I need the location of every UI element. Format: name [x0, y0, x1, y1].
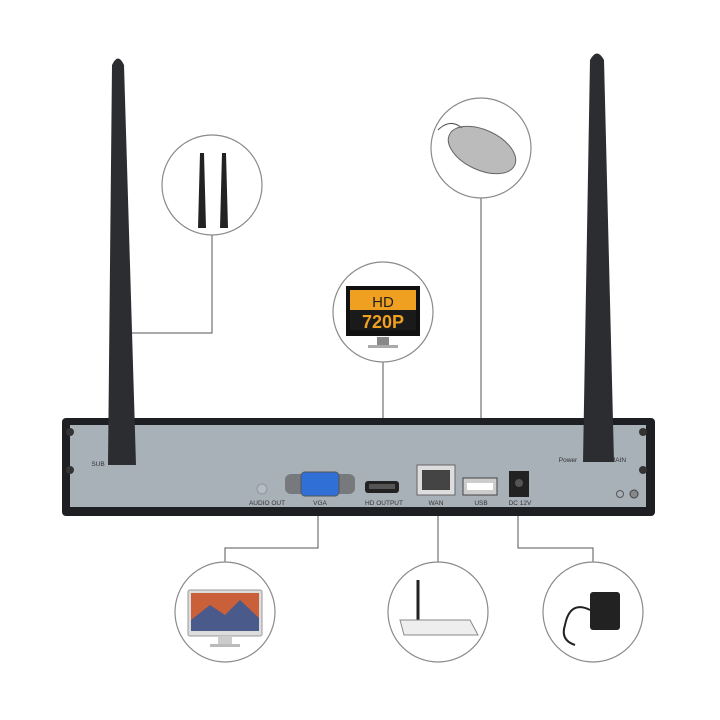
hd-output-label: HD OUTPUT	[365, 500, 403, 507]
ground-screw-icon	[629, 489, 639, 499]
left-antenna	[108, 58, 136, 465]
mouse-callout	[430, 97, 532, 199]
antenna-icon	[220, 153, 228, 228]
power-adapter-icon	[590, 592, 620, 630]
wan-port	[416, 464, 456, 496]
mouse-icon	[447, 125, 517, 175]
router-icon	[399, 619, 479, 636]
antenna-callout	[161, 134, 263, 236]
720p-badge-text: 720P	[362, 312, 404, 332]
hdmi-port	[365, 481, 399, 493]
power-adapter-callout	[542, 561, 644, 663]
screw-icon	[66, 428, 74, 436]
usb-port	[462, 477, 498, 496]
screw-icon	[639, 428, 647, 436]
sub-label: SUB	[91, 461, 104, 468]
vga-port	[285, 471, 355, 497]
hd-badge-text: HD	[372, 294, 394, 311]
router-callout	[387, 561, 489, 663]
nvr-device: SUB Power MAIN AUDIO OUT VGA HD OUTPUT W…	[62, 418, 655, 516]
hd-monitor-callout: HD 720P	[332, 261, 434, 363]
vga-label: VGA	[313, 500, 327, 507]
audio-out-label: AUDIO OUT	[249, 500, 285, 507]
usb-label: USB	[474, 500, 487, 507]
laptop-callout	[174, 561, 276, 663]
power-label: Power	[559, 457, 578, 464]
dc-label: DC 12V	[509, 500, 532, 507]
main-label: MAIN	[610, 457, 627, 464]
dc-power-port	[509, 471, 529, 497]
audio-out-port	[256, 483, 268, 495]
screw-icon	[66, 466, 74, 474]
antenna-icon	[198, 153, 206, 228]
screw-icon	[639, 466, 647, 474]
wan-label: WAN	[429, 500, 444, 507]
right-antenna	[583, 53, 614, 462]
ground-icon	[616, 490, 624, 498]
callout-lines	[130, 198, 594, 562]
